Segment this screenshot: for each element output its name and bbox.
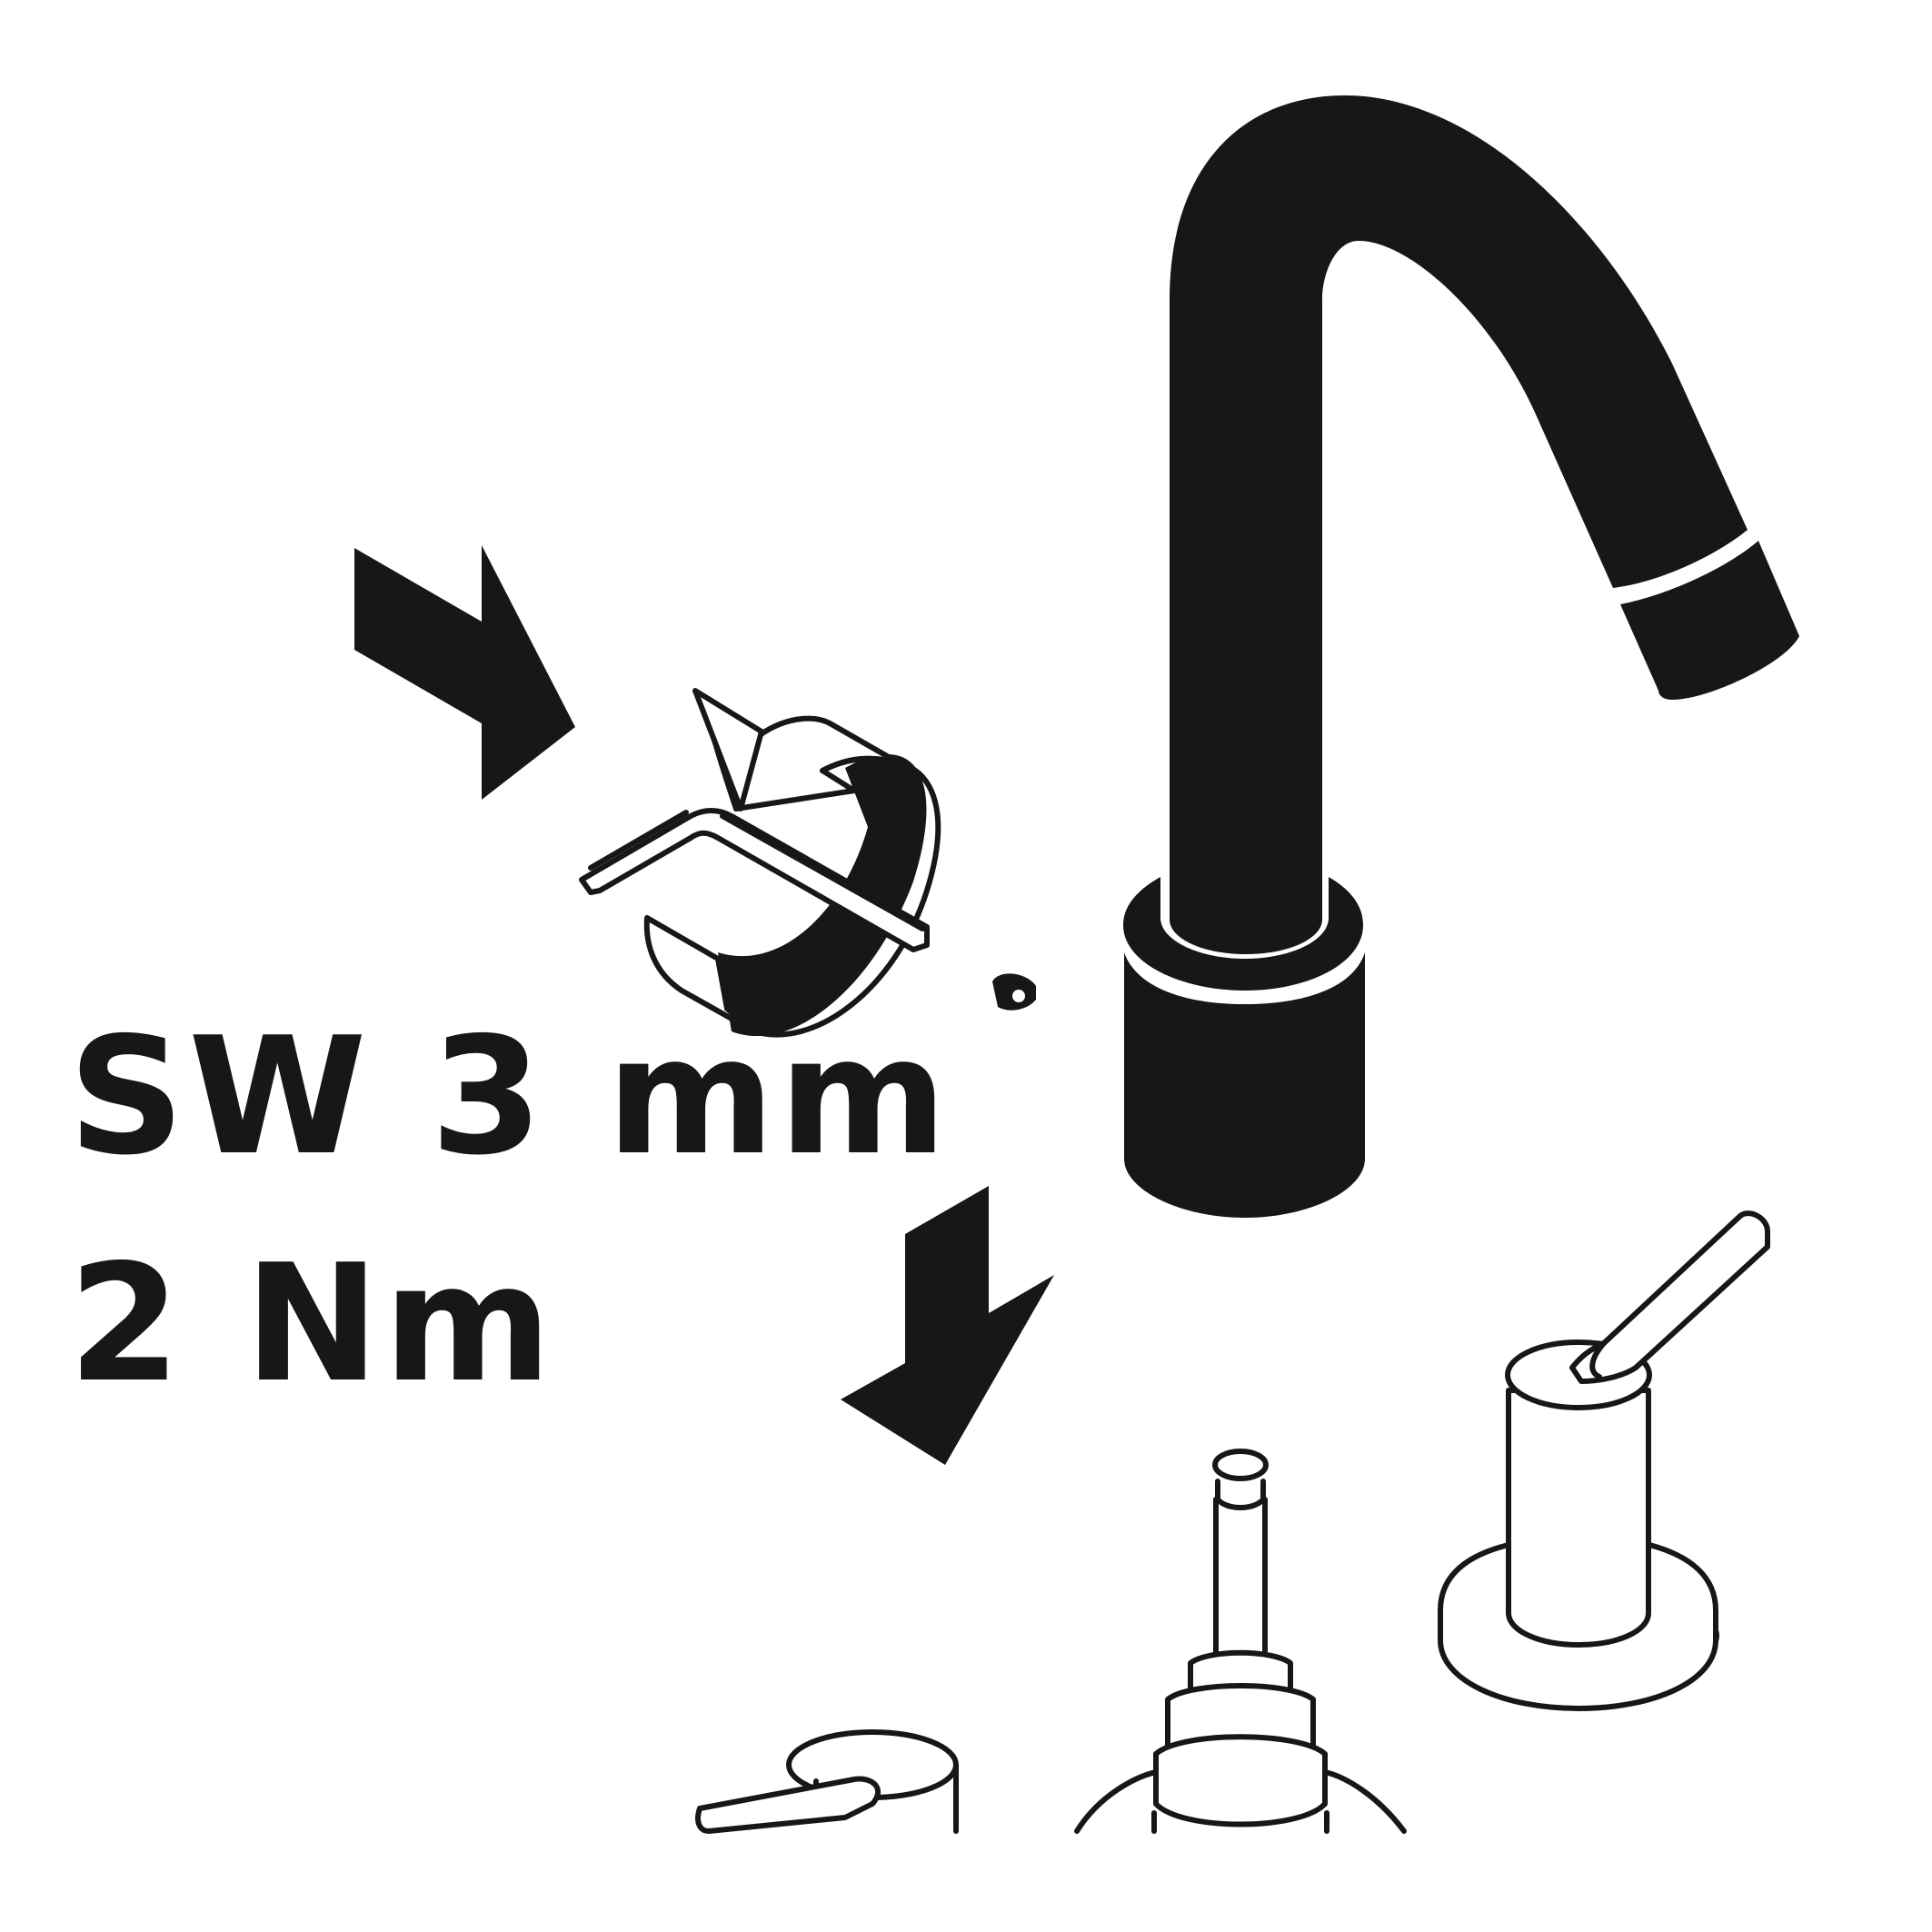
valve-cartridge-icon: [1074, 1449, 1407, 1834]
faucet-spout-icon: [1123, 95, 1799, 1218]
hex-key-icon: [579, 808, 930, 952]
torque-label: 2 Nm: [68, 1230, 556, 1418]
handle-lever-icon: [1438, 1210, 1770, 1711]
grub-screw-icon: [992, 973, 1036, 1011]
wrench-size-label: SW 3 mm: [68, 1002, 951, 1190]
rotate-arrow-icon: [643, 688, 941, 1038]
insert-arrow-icon: [841, 1186, 1054, 1465]
push-arrow-icon: [354, 545, 575, 800]
partial-handle-icon: [695, 1729, 959, 1834]
